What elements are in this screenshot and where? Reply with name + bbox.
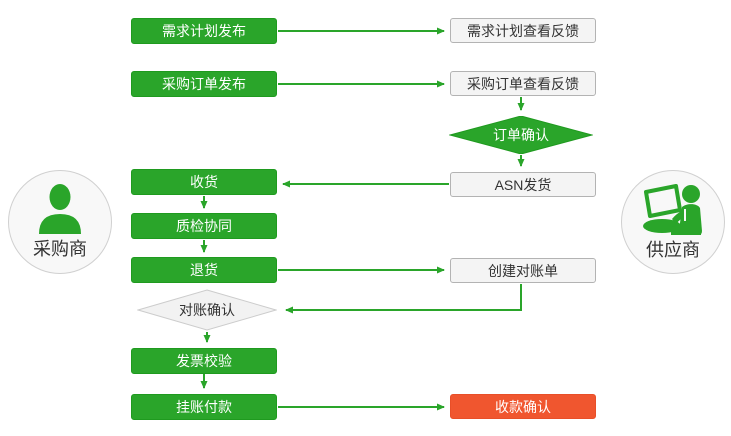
- node-invoice-check: 发票校验: [131, 348, 277, 374]
- node-return-goods: 退货: [131, 257, 277, 283]
- actor-supplier: 供应商: [621, 170, 725, 274]
- node-receive-goods: 收货: [131, 169, 277, 195]
- node-quality-collab: 质检协同: [131, 213, 277, 239]
- diamond-shape: [137, 289, 277, 331]
- buyer-person-icon: [39, 183, 81, 234]
- node-demand-plan-publish: 需求计划发布: [131, 18, 277, 44]
- arrow-statement-to-reconcile: [285, 284, 522, 314]
- node-label: 收款确认: [495, 398, 551, 415]
- node-reconcile-confirm: 对账确认: [137, 289, 277, 331]
- actor-label: 采购商: [33, 238, 87, 259]
- actor-buyer: 采购商: [8, 170, 112, 274]
- node-book-payment: 挂账付款: [131, 394, 277, 420]
- node-demand-plan-feedback: 需求计划查看反馈: [450, 18, 596, 43]
- node-label: 订单确认: [493, 127, 549, 143]
- node-label: 挂账付款: [176, 399, 232, 415]
- node-asn-ship: ASN发货: [450, 172, 596, 197]
- node-label: 创建对账单: [488, 262, 558, 279]
- node-label: 质检协同: [176, 218, 232, 234]
- node-label: 需求计划发布: [162, 23, 246, 39]
- node-label: 发票校验: [176, 353, 232, 369]
- node-label: 退货: [190, 262, 218, 278]
- node-order-confirm: 订单确认: [449, 116, 593, 154]
- node-label: 需求计划查看反馈: [467, 22, 579, 39]
- node-create-statement: 创建对账单: [450, 258, 596, 283]
- node-label: 采购订单发布: [162, 76, 246, 92]
- node-label: 采购订单查看反馈: [467, 75, 579, 92]
- node-po-publish: 采购订单发布: [131, 71, 277, 97]
- node-label: 收货: [190, 174, 218, 190]
- node-receipt-confirm: 收款确认: [450, 394, 596, 419]
- supplier-person-laptop-icon: [643, 183, 702, 235]
- actor-label: 供应商: [646, 239, 700, 260]
- node-label: ASN发货: [494, 176, 552, 193]
- node-po-feedback: 采购订单查看反馈: [450, 71, 596, 96]
- diamond-shape: [449, 116, 593, 154]
- node-label: 对账确认: [179, 302, 235, 318]
